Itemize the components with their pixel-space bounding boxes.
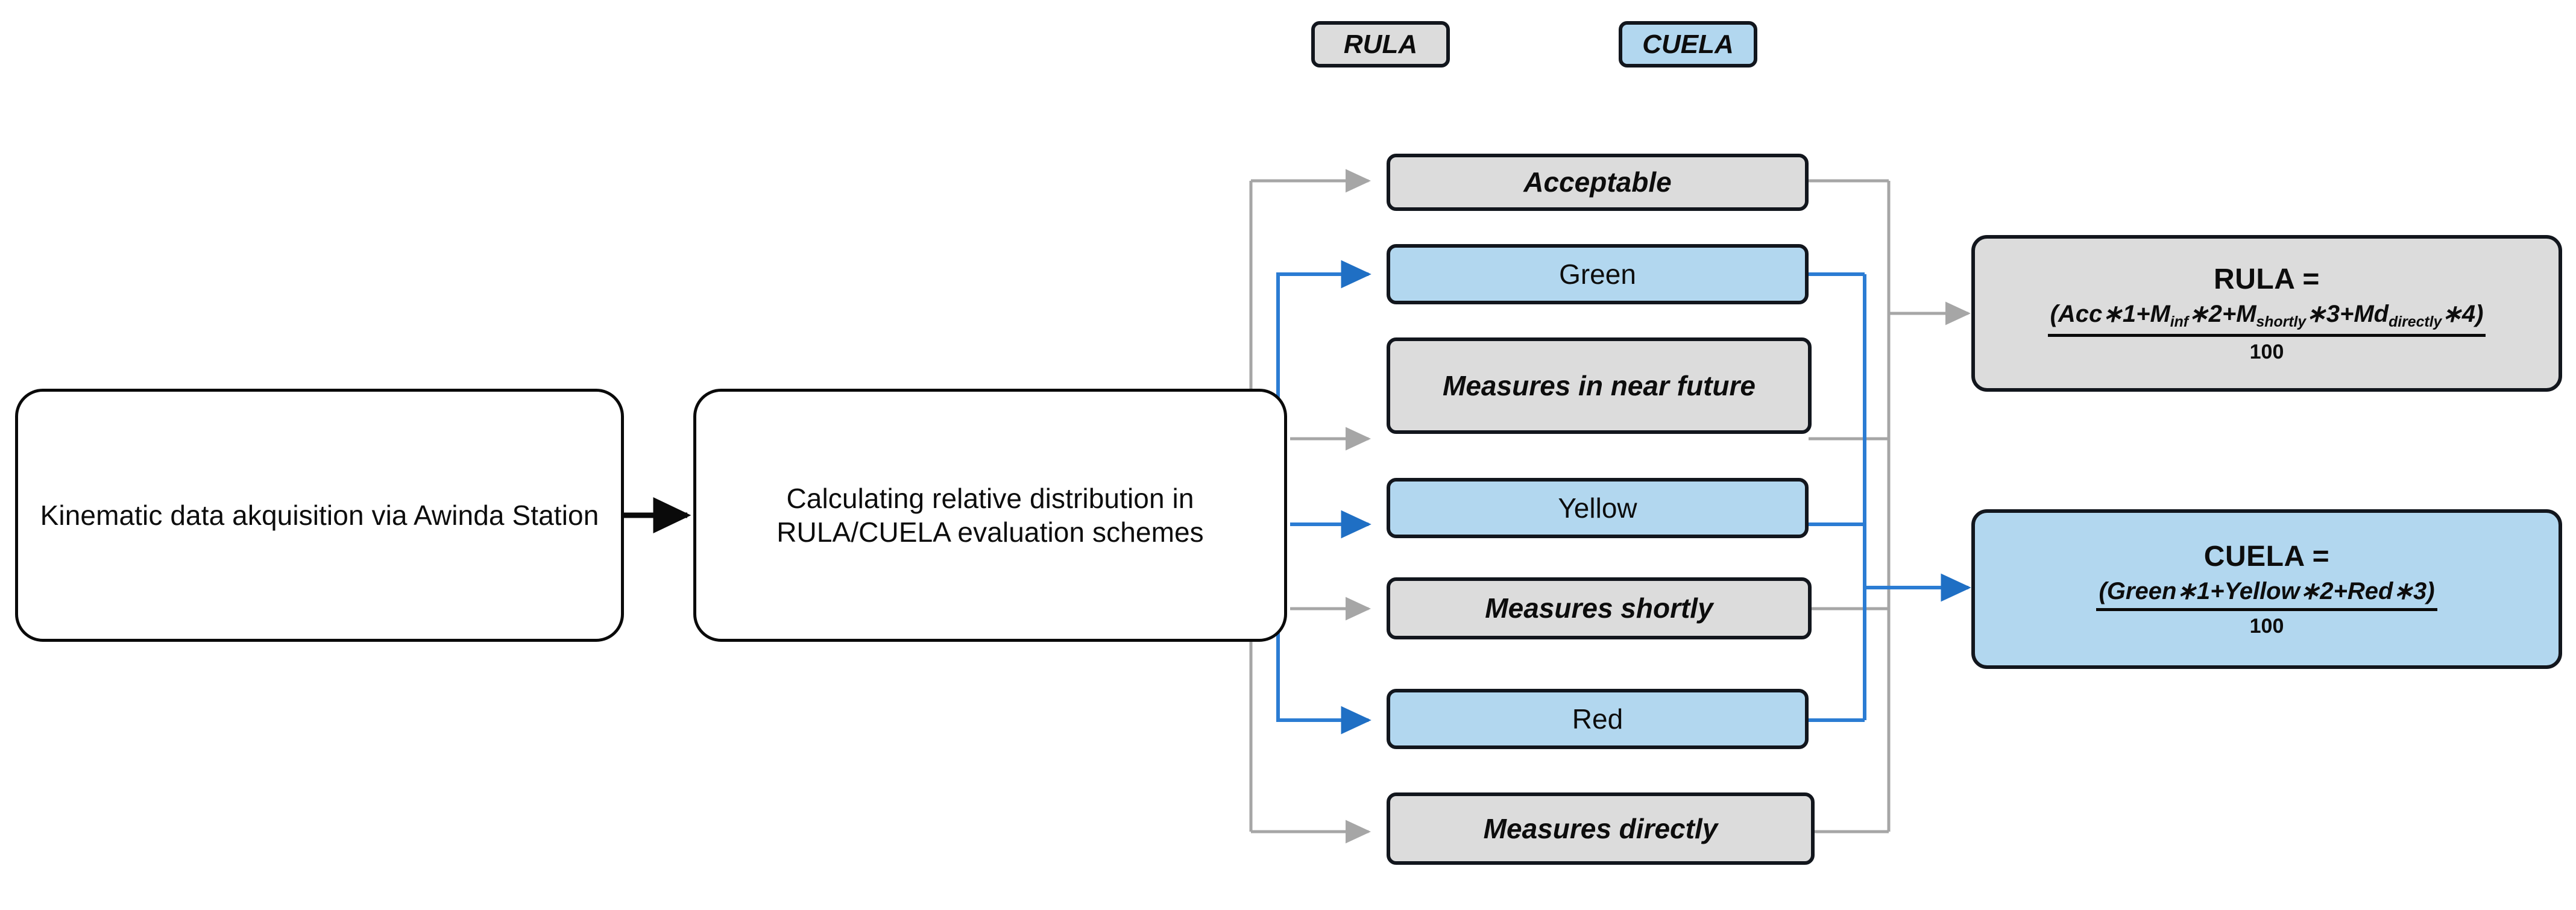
category-chip-yellow-label: Yellow [1558,492,1637,524]
category-chip-measures-shortly[interactable]: Measures shortly [1387,577,1812,639]
legend-item-cuela-label: CUELA [1642,29,1734,59]
formula-rula-heading: RULA = [2214,263,2320,295]
category-chip-acceptable-label: Acceptable [1523,166,1672,198]
formula-box-cuela[interactable]: CUELA = (Green∗1+Yellow∗2+Red∗3) 100 [1971,509,2562,669]
category-chip-measures-near-future[interactable]: Measures in near future [1387,337,1812,434]
formula-rula-denominator: 100 [2249,340,2284,363]
category-chip-acceptable[interactable]: Acceptable [1387,154,1809,211]
formula-box-rula[interactable]: RULA = (Acc∗1+Minf∗2+Mshortly∗3+Mddirect… [1971,235,2562,392]
formula-cuela-fraction: (Green∗1+Yellow∗2+Red∗3) 100 [2096,577,2437,639]
process-step-acquisition-label: Kinematic data akquisition via Awinda St… [40,499,599,531]
category-chip-green-label: Green [1559,258,1636,290]
category-chip-measures-shortly-label: Measures shortly [1485,592,1713,624]
legend-item-cuela[interactable]: CUELA [1619,21,1757,67]
legend-item-rula-label: RULA [1343,29,1418,59]
category-chip-red-label: Red [1572,703,1623,735]
process-step-acquisition[interactable]: Kinematic data akquisition via Awinda St… [15,389,624,642]
formula-cuela-denominator: 100 [2249,614,2284,638]
process-step-distribution[interactable]: Calculating relative distribution in RUL… [693,389,1287,642]
category-chip-yellow[interactable]: Yellow [1387,478,1809,538]
category-chip-measures-directly[interactable]: Measures directly [1387,792,1815,865]
category-chip-measures-near-future-label: Measures in near future [1443,369,1756,401]
wire-group-rula-in [1809,179,1971,833]
wire-group-cuela-out [1276,260,1371,735]
process-step-distribution-label: Calculating relative distribution in RUL… [776,482,1204,548]
formula-cuela-numerator: (Green∗1+Yellow∗2+Red∗3) [2096,577,2437,611]
category-chip-red[interactable]: Red [1387,689,1809,749]
legend-item-rula[interactable]: RULA [1311,21,1450,67]
formula-rula-fraction: (Acc∗1+Minf∗2+Mshortly∗3+Mddirectly∗4) 1… [2047,300,2486,365]
wire-group-cuela-in [1809,272,1971,722]
formula-rula-numerator: (Acc∗1+Minf∗2+Mshortly∗3+Mddirectly∗4) [2047,300,2486,337]
category-chip-measures-directly-label: Measures directly [1483,812,1718,844]
category-chip-green[interactable]: Green [1387,244,1809,304]
formula-cuela-heading: CUELA = [2203,540,2330,573]
